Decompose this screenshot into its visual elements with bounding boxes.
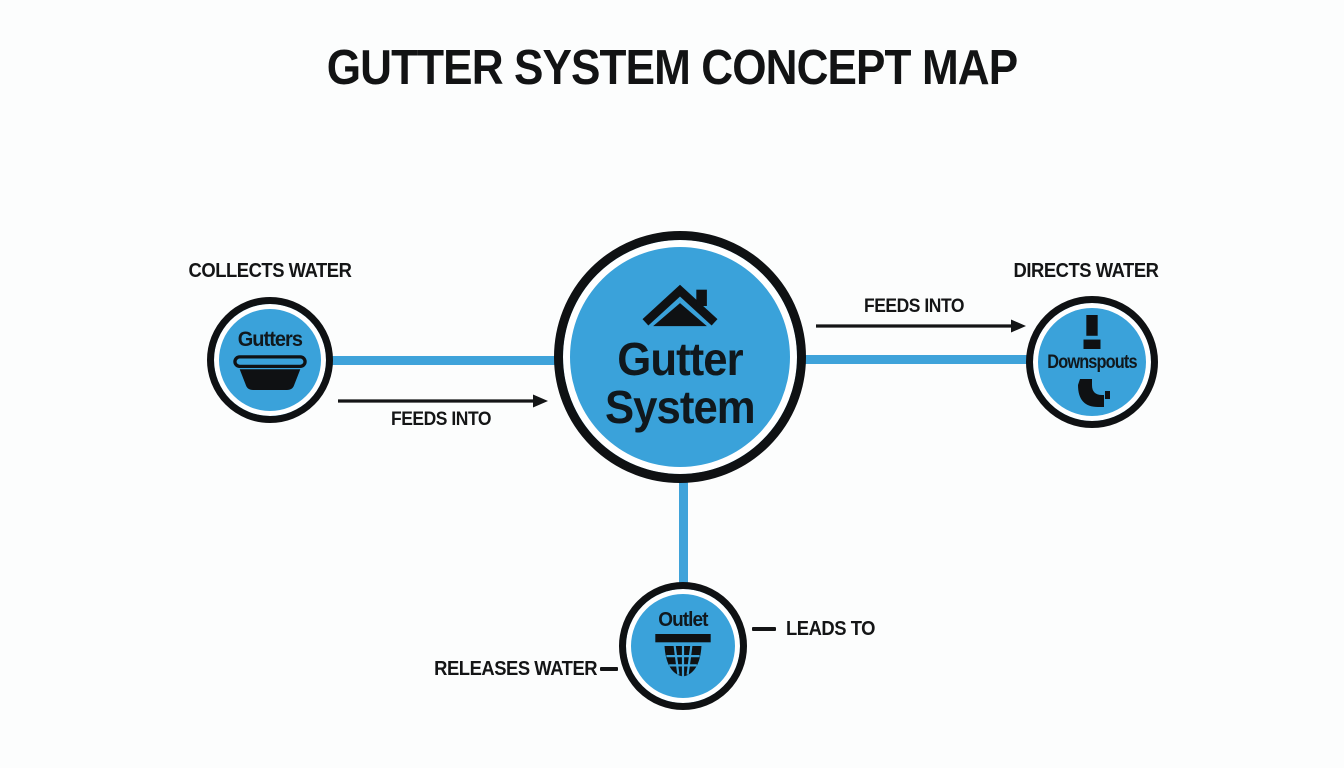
- gutters-node-label: Gutters: [237, 328, 303, 352]
- node-downspouts: Downspouts: [1026, 296, 1158, 428]
- pipe-section-icon: [1083, 315, 1101, 350]
- annotation-directs-water: DIRECTS WATER: [1013, 260, 1159, 282]
- node-gutter-system: Gutter System: [554, 231, 806, 483]
- page-title: GUTTER SYSTEM CONCEPT MAP: [326, 41, 1018, 95]
- annotation-releases-water: RELEASES WATER: [434, 658, 598, 680]
- connector-center-to-outlet: [679, 450, 688, 660]
- arrow-feeds-into-right: [816, 319, 1026, 333]
- arrow-feeds-into-left: [338, 394, 548, 408]
- edge-label-feeds-into-right: FEEDS INTO: [864, 296, 964, 317]
- house-roof-icon: [642, 284, 718, 327]
- gutter-trough-icon: [233, 355, 307, 390]
- connector-gutters-to-center: [270, 356, 620, 365]
- dash-releases-water: [600, 667, 618, 671]
- pipe-elbow-icon: [1078, 378, 1110, 407]
- node-outlet: Outlet: [619, 582, 747, 710]
- center-node-label-line1: Gutter: [617, 333, 743, 386]
- center-node-label-line2: System: [605, 381, 756, 433]
- outlet-node-label: Outlet: [658, 609, 708, 632]
- drain-basket-icon: [655, 633, 711, 677]
- annotation-leads-to: LEADS TO: [786, 618, 876, 640]
- dash-leads-to: [752, 627, 776, 631]
- connector-center-to-downspouts: [760, 355, 1100, 364]
- annotation-collects-water: COLLECTS WATER: [188, 260, 352, 282]
- downspouts-node-label: Downspouts: [1047, 352, 1137, 374]
- edge-label-feeds-into-left: FEEDS INTO: [391, 409, 491, 430]
- node-gutters: Gutters: [207, 297, 333, 423]
